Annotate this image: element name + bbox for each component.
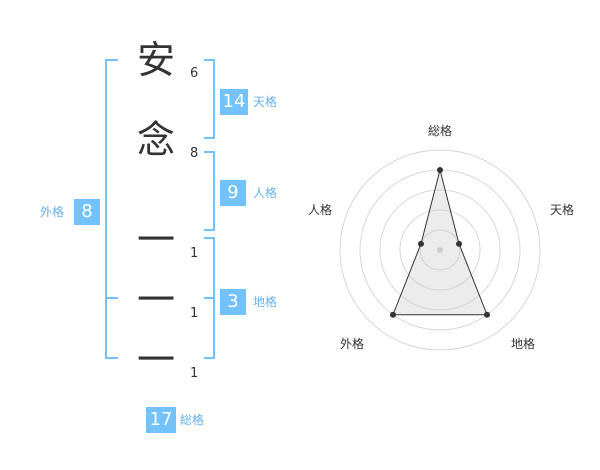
name-char-2: 念	[136, 118, 175, 162]
radar-point-4	[417, 240, 424, 247]
radar-axis-label-chikaku: 地格	[511, 337, 536, 351]
tenkaku-label: 天格	[253, 95, 278, 109]
tenkaku-value-box: 14	[220, 89, 248, 115]
radar-point-1	[456, 240, 463, 247]
soukaku-value-box: 17	[146, 407, 176, 433]
radar-point-3	[389, 311, 396, 318]
name-char-3-strokes: 1	[190, 246, 199, 261]
radar-axis-label-tenkaku: 天格	[550, 203, 575, 217]
radar-ring-2	[399, 209, 481, 291]
radar-ring-1	[419, 229, 461, 271]
radar-polygon	[392, 169, 488, 316]
chikaku-value-box: 3	[220, 289, 246, 315]
name-char-5-strokes: 1	[190, 366, 199, 381]
name-char-1: 安	[136, 38, 175, 82]
gaikaku-value-box: 8	[74, 199, 100, 225]
name-char-2-strokes: 8	[190, 146, 199, 161]
radar-axis-label-jinkaku: 人格	[308, 203, 333, 217]
jinkaku-bracket	[204, 151, 215, 231]
name-char-1-strokes: 6	[190, 66, 199, 81]
name-char-4: 一	[136, 278, 175, 322]
jinkaku-value-box: 9	[220, 180, 246, 206]
name-char-3: 一	[136, 218, 175, 262]
outer-bracket	[105, 59, 118, 359]
chikaku-label: 地格	[253, 295, 278, 309]
soukaku-label: 総格	[180, 413, 205, 427]
radar-axis-label-gaikaku: 外格	[340, 337, 365, 351]
radar-point-2	[484, 311, 491, 318]
radar-ring-5	[339, 149, 541, 351]
gaikaku-label: 外格	[40, 205, 65, 219]
tenkaku-bracket	[204, 59, 215, 139]
radar-ring-3	[379, 189, 501, 311]
name-char-4-strokes: 1	[190, 306, 199, 321]
radar-axis-label-soukaku: 総格	[428, 124, 453, 138]
radar-center-dot	[437, 247, 443, 253]
name-char-5: 一	[136, 338, 175, 382]
jinkaku-label: 人格	[253, 186, 278, 200]
radar-point-0	[437, 167, 443, 173]
